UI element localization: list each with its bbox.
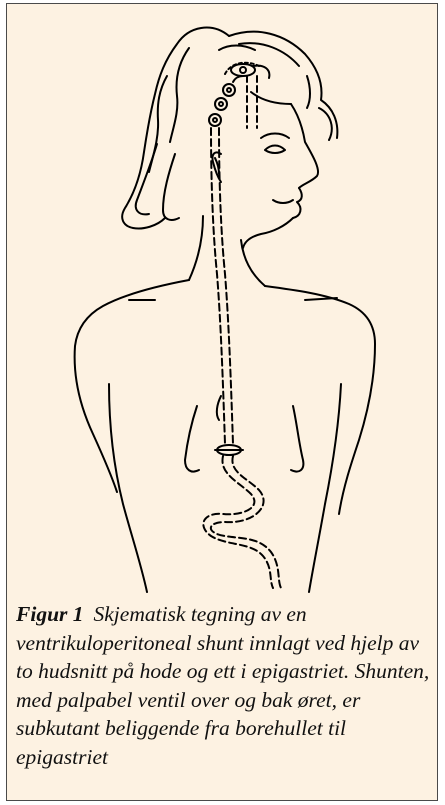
face-outline	[212, 92, 318, 248]
hair-outline	[122, 28, 337, 229]
epigastric-incision	[215, 445, 243, 455]
ventricular-catheter	[247, 76, 257, 128]
figure-label: Figur 1	[16, 602, 84, 626]
shunt-illustration	[7, 4, 439, 594]
neck-outline	[189, 216, 265, 286]
palpable-valve	[209, 76, 243, 126]
abdominal-coil	[203, 456, 281, 588]
figure-caption-text: Skjematisk tegning av en ventrikuloperit…	[16, 602, 429, 769]
peritoneal-catheter	[211, 128, 233, 444]
